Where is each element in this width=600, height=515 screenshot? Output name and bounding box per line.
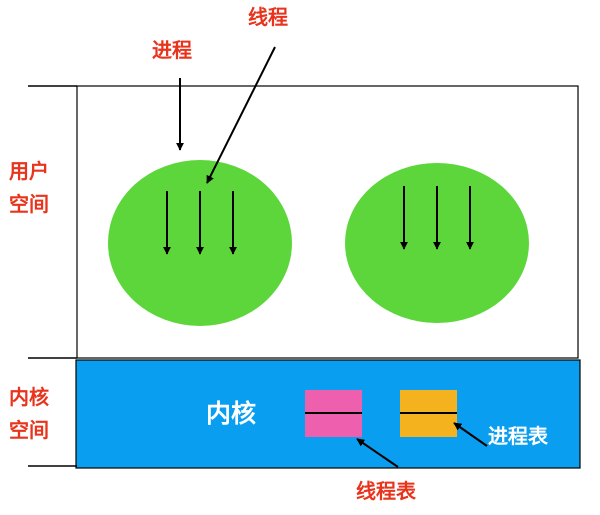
process-table-label: 进程表 [488, 424, 549, 448]
user-space-label-line-1: 用户 [9, 159, 49, 183]
kernel-space-label-line-2: 空间 [9, 418, 49, 442]
thread-table-pointer-arrow [356, 438, 399, 468]
thread-pointer-arrow [206, 46, 276, 184]
process-table-pointer-arrow [453, 422, 488, 447]
kernel-label: 内核 [206, 399, 256, 428]
thread-table-label: 线程表 [356, 479, 417, 503]
user-space-label-line-2: 空间 [9, 192, 49, 216]
kernel-space-label-line-1: 内核 [9, 385, 49, 409]
process-label: 进程 [152, 38, 192, 62]
thread-label: 线程 [248, 5, 288, 29]
